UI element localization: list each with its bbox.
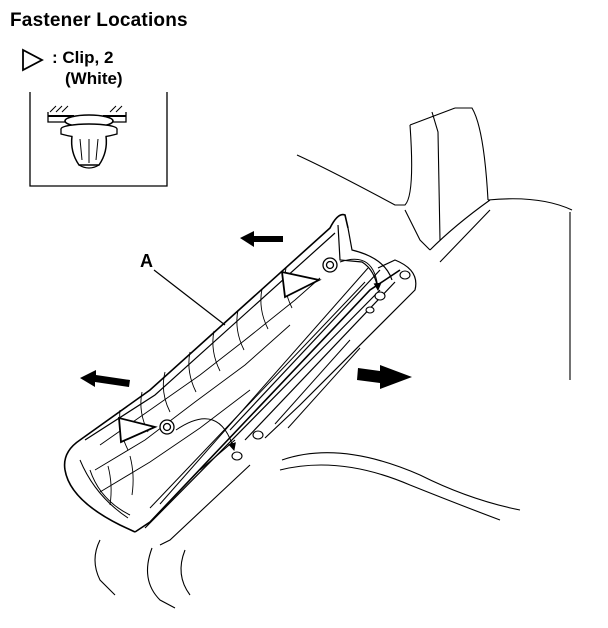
clip-marker-rear-icon xyxy=(280,270,322,299)
clip-fastener-front xyxy=(159,419,175,435)
removal-arrow-upper xyxy=(240,231,283,247)
legend-triangle-icon xyxy=(22,48,44,72)
removal-arrow-left xyxy=(80,370,130,387)
clip-holes xyxy=(231,270,411,461)
legend-clip-label: : Clip, 2 xyxy=(52,48,114,67)
clip-leader-lines xyxy=(175,258,382,451)
legend-clip-color: (White) xyxy=(65,69,123,88)
removal-arrow-right xyxy=(357,365,412,389)
clip-marker-front-icon xyxy=(117,416,158,444)
vehicle-body-outline xyxy=(94,107,573,609)
callout-leader-a xyxy=(153,269,226,326)
clip-detail-inset xyxy=(29,92,168,187)
callout-label-a: A xyxy=(140,251,153,271)
diagram-title: Fastener Locations xyxy=(10,10,188,31)
clip-fastener-rear xyxy=(322,257,338,273)
panel-rib-pattern xyxy=(94,267,321,506)
